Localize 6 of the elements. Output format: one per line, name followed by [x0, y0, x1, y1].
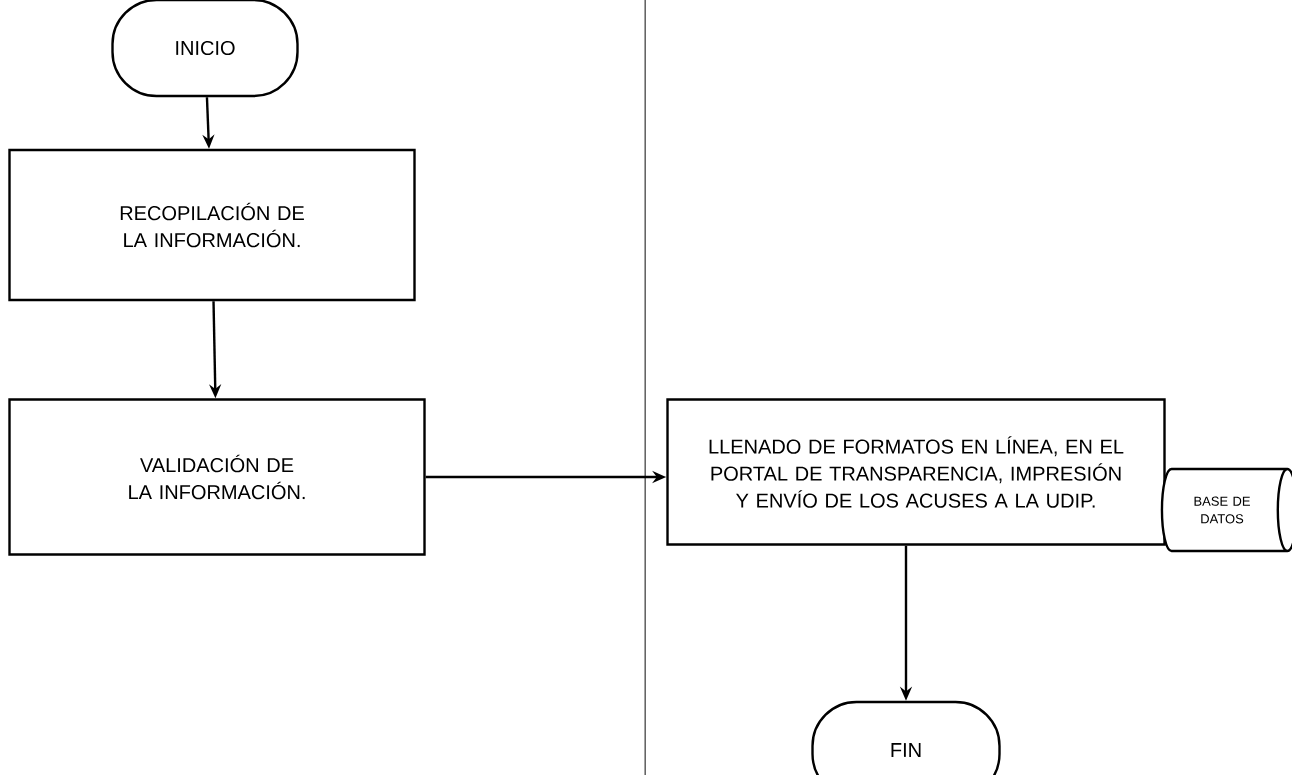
process-box: VALIDACIÓN DE LA INFORMACIÓN.: [8, 398, 426, 556]
process-box: RECOPILACIÓN DE LA INFORMACIÓN.: [8, 148, 416, 302]
database-cylinder: BASE DE DATOS: [1160, 467, 1292, 553]
start-terminal: INICIO: [111, 0, 299, 98]
end-terminal: FIN: [811, 700, 1001, 775]
process-box: LLENADO DE FORMATOS EN LÍNEA, EN EL PORTAL DE TRANSPARENCIA, IMPRESIÓN Y ENVÍO DE LOS ACUSES A LA UDIP.: [666, 398, 1166, 546]
